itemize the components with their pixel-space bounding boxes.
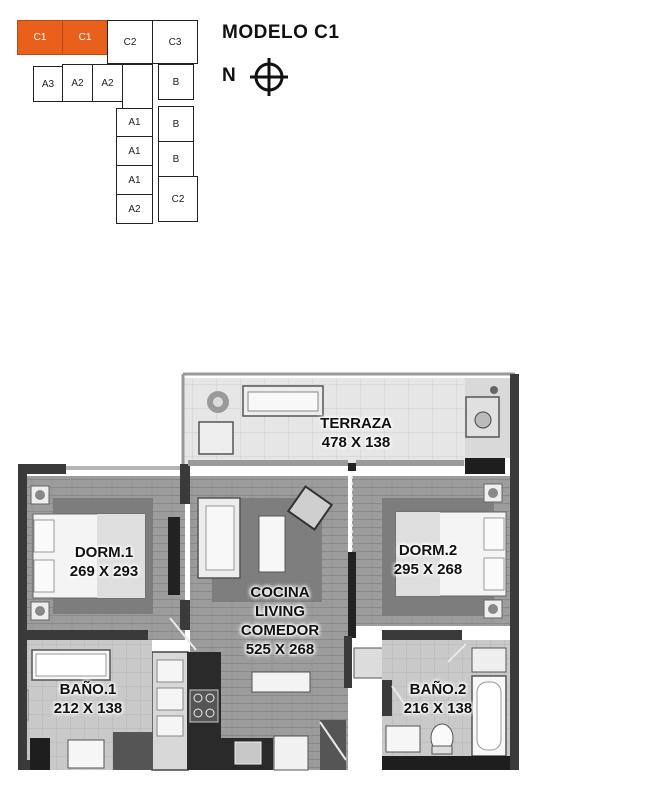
- key-unit-a2-b: A2: [92, 64, 123, 102]
- dorm1-area: [27, 476, 185, 640]
- room-name: BAÑO.1: [59, 681, 117, 698]
- room-size: 295 X 268: [393, 561, 463, 578]
- key-unit-c3: C3: [152, 20, 198, 64]
- key-unit-c1-a: C1: [17, 20, 63, 55]
- key-unit-label: A1: [128, 174, 141, 186]
- room-size: 478 X 138: [321, 434, 391, 451]
- key-unit-label: A1: [128, 145, 141, 157]
- key-unit-a3: A3: [33, 66, 63, 102]
- key-unit-a2-c: A2: [116, 194, 153, 224]
- room-size: 525 X 268: [245, 641, 315, 658]
- room-name-line3: COMEDOR: [240, 622, 320, 639]
- terraza-area: [181, 372, 515, 474]
- key-unit-label: A1: [128, 117, 141, 128]
- key-unit-b-2: B: [158, 106, 194, 142]
- room-name: DORM.1: [74, 544, 134, 561]
- room-label-dorm1: DORM.1 269 X 293: [54, 543, 154, 581]
- room-label-bano1: BAÑO.1 212 X 138: [36, 680, 140, 718]
- key-unit-label: C3: [168, 36, 182, 48]
- room-size: 212 X 138: [53, 700, 123, 717]
- room-label-dorm2: DORM.2 295 X 268: [376, 541, 480, 579]
- threshold-marker: [348, 463, 356, 471]
- north-label: N: [222, 65, 236, 86]
- key-unit-a2-a: A2: [62, 64, 93, 102]
- key-unit-b-3: B: [158, 141, 194, 177]
- room-label-cocina: COCINA LIVING COMEDOR 525 X 268: [224, 583, 336, 659]
- key-unit-label: A2: [71, 77, 84, 89]
- room-name: BAÑO.2: [409, 681, 467, 698]
- room-size: 269 X 293: [69, 563, 139, 580]
- key-unit-label: C2: [171, 193, 185, 205]
- key-unit-label: B: [172, 153, 180, 165]
- door-swings: [169, 617, 467, 761]
- key-unit-a1-2: A1: [116, 136, 153, 166]
- key-unit-c1-b: C1: [62, 20, 108, 55]
- room-label-terraza: TERRAZA 478 X 138: [304, 414, 408, 452]
- key-unit-label: C1: [78, 32, 92, 43]
- key-unit-a1-1: A1: [116, 108, 153, 137]
- room-name-line2: LIVING: [254, 603, 305, 620]
- room-name-line1: COCINA: [250, 584, 310, 601]
- compass-icon: [250, 58, 288, 96]
- room-name: TERRAZA: [320, 415, 392, 432]
- key-unit-label: A2: [101, 77, 114, 89]
- room-size: 216 X 138: [403, 700, 473, 717]
- room-name: DORM.2: [398, 542, 458, 559]
- key-unit-label: C2: [123, 36, 137, 48]
- key-unit-label: A2: [128, 203, 141, 215]
- key-unit-b-1: B: [158, 64, 194, 100]
- key-unit-label: B: [172, 118, 180, 130]
- bano2-area: [382, 640, 512, 770]
- living-area: [151, 476, 348, 771]
- key-unit-label: C1: [33, 32, 47, 43]
- key-unit-label: B: [172, 76, 180, 88]
- page-title: MODELO C1: [222, 22, 340, 43]
- key-unit-c2-bottom: C2: [158, 176, 198, 222]
- key-unit-label: A3: [41, 78, 55, 90]
- bano1-area: [19, 640, 153, 770]
- walls: [18, 374, 519, 770]
- room-label-bano2: BAÑO.2 216 X 138: [386, 680, 490, 718]
